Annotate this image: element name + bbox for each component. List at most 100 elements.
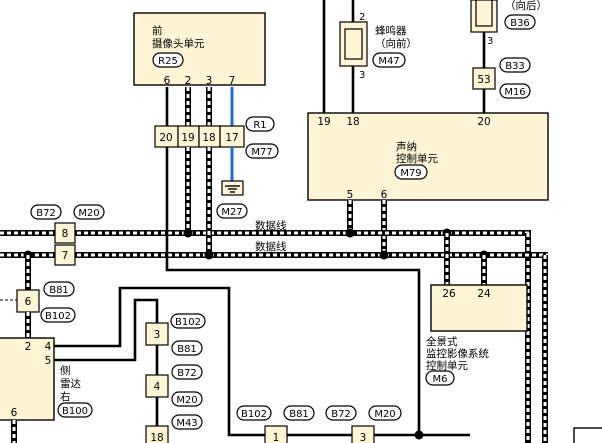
data-line-label-1: 数据线 [255, 219, 287, 232]
sonar-pin-6: 6 [381, 189, 388, 201]
camera-unit-title-2: 摄像头单元 [152, 37, 205, 50]
bottom-b81-tag [283, 405, 315, 421]
sonar-title-2: 控制单元 [396, 152, 438, 165]
radar-code: B100 [62, 406, 88, 417]
left-conn-pin-8-label: 8 [62, 228, 69, 240]
around-unit-box [430, 284, 528, 332]
mid-conn-pin-3-label: 3 [154, 329, 161, 341]
camera-unit-code-tag [152, 52, 184, 68]
m77-label: M77 [251, 147, 272, 158]
mid-b102-tag [170, 313, 206, 329]
splice-node-209-255 [204, 250, 214, 260]
radar-pin-2: 2 [25, 341, 32, 353]
radar-title-1: 侧 [60, 364, 71, 377]
b36-label: B36 [510, 18, 530, 29]
radar-title-3: 右 [60, 390, 71, 403]
left-pin-6-label: 6 [25, 296, 32, 308]
around-title-1: 全景式 [426, 335, 458, 348]
b102-left-label: B102 [45, 311, 71, 322]
b72-left-label: B72 [36, 208, 56, 219]
mid-conn-pin-4 [145, 374, 169, 398]
bottom-right-partial-box [573, 427, 602, 443]
bottom-conn-pin-3 [351, 425, 375, 443]
sonar-pin-18: 18 [346, 116, 359, 128]
bottom-m20-label: M20 [374, 409, 395, 420]
buzzer-code-tag [372, 52, 406, 68]
mid-conn-pin-3 [145, 322, 169, 346]
radar-title-2: 雷达 [60, 378, 81, 390]
mid-m20-label: M20 [176, 395, 197, 406]
m20-left-tag [73, 204, 105, 220]
b72-left-tag [30, 204, 62, 220]
ground-symbol-box [221, 180, 244, 196]
mid-m20-tag [171, 391, 203, 407]
radar-unit-box [0, 337, 55, 421]
sonar-title-1: 声纳 [396, 140, 417, 153]
radar-wire-5 [54, 298, 159, 443]
m16-tag [499, 83, 531, 99]
b33-tag [499, 57, 531, 73]
radar-pin-4: 4 [45, 341, 52, 353]
buzzer-code: M47 [378, 56, 399, 67]
mid-m43-tag [171, 414, 203, 430]
bottom-b102-label: B102 [241, 409, 267, 420]
sonar-code: M79 [400, 168, 421, 179]
mid-conn-pin-18-label: 18 [150, 432, 163, 443]
around-pin-26: 26 [442, 288, 456, 300]
camera-pin-2: 2 [185, 75, 192, 87]
around-title-3: 控制单元 [426, 359, 468, 372]
m77-tag [245, 143, 279, 159]
around-pin-24: 24 [477, 288, 491, 300]
camera-pin-7: 7 [229, 75, 236, 87]
mid-b72-tag [171, 364, 203, 380]
m27-tag [216, 203, 248, 219]
buzzer-pin-top: 2 [359, 12, 365, 23]
bottom-conn-pin-1 [264, 425, 288, 443]
camera-unit-box [133, 12, 266, 86]
camera-connector-label-17: 17 [225, 132, 238, 144]
radar-wire-4 [54, 286, 268, 437]
buzzer-title-2: （向前） [375, 37, 417, 50]
sonar-pin-19: 19 [317, 116, 330, 128]
bottom-conn-pin-1-label: 1 [273, 432, 280, 443]
radar-pin-5: 5 [45, 355, 52, 367]
splice-node-188-233 [183, 228, 193, 238]
camera-connector-label-19: 19 [181, 132, 194, 144]
mid-m43-label: M43 [176, 418, 197, 429]
camera-unit-code: R25 [158, 56, 178, 67]
rear-inner-box [475, 0, 493, 27]
rear-pin-3: 3 [487, 36, 493, 47]
buzzer-title-1: 蜂鸣器 [375, 24, 407, 37]
mid-conn-pin-4-label: 4 [154, 381, 161, 393]
m20-left-label: M20 [78, 208, 99, 219]
mid-b72-label: B72 [177, 368, 197, 379]
sonar-unit-box [307, 112, 549, 201]
rear-conn-53-label: 53 [477, 74, 490, 86]
splice-node-384-255 [379, 250, 389, 260]
bottom-conn-pin-3-label: 3 [360, 432, 367, 443]
b102-left-tag [40, 307, 76, 323]
left-conn-pin-7-label: 7 [62, 250, 69, 262]
mid-b81-tag [171, 340, 203, 356]
m16-label: M16 [504, 87, 525, 98]
bottom-b72-tag [325, 405, 357, 421]
left-conn-pin-8 [54, 222, 76, 244]
bottom-b81-label: B81 [289, 409, 309, 420]
rear-text: （向后） [505, 0, 547, 12]
around-title-2: 监控影像系统 [426, 347, 489, 360]
b81-left-tag [43, 281, 75, 297]
buzzer-pin-bottom: 3 [359, 70, 365, 81]
bottom-b102-tag [236, 405, 272, 421]
radar-pin-6: 6 [11, 407, 18, 419]
r1-label: R1 [253, 120, 266, 131]
sonar-pin-5: 5 [347, 189, 354, 201]
splice-node-350-233 [345, 228, 355, 238]
b81-left-label: B81 [49, 285, 69, 296]
around-code: M6 [433, 374, 448, 385]
camera-pin-6: 6 [164, 75, 171, 87]
camera-wire-6-route [165, 147, 421, 435]
radar-code-tag [57, 402, 93, 418]
bottom-b72-label: B72 [331, 409, 351, 420]
buzzer-inner-box [344, 28, 363, 60]
